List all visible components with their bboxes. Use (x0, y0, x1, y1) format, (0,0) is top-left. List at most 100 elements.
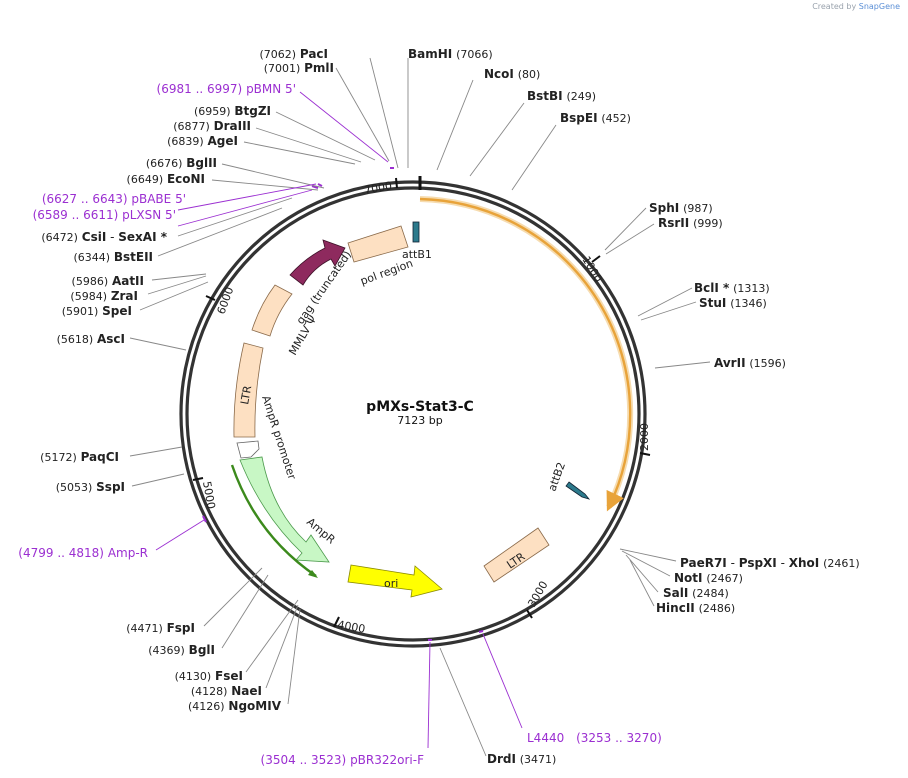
enzyme-label-bgli[interactable]: (4369) BglI (148, 643, 215, 657)
primer-name-l4440: L4440 (527, 731, 564, 745)
enzyme-label-pmli[interactable]: (7001) PmlI (264, 61, 334, 75)
enzyme-label-fsei[interactable]: (4130) FseI (175, 669, 243, 683)
enzyme-name-sexai: SexAI * (118, 230, 167, 244)
enzyme-label-btgzi[interactable]: (6959) BtgZI (194, 104, 271, 118)
enzyme-name-bamhi: BamHI (408, 47, 452, 61)
enzyme-pos-xhoi: (2461) (823, 557, 860, 570)
enzyme-label-bspei[interactable]: BspEI (452) (560, 111, 631, 125)
enzyme-pos-drdi: (3471) (520, 753, 557, 766)
enzyme-leader-lines (129, 57, 711, 757)
enzyme-label-ncoi[interactable]: NcoI (80) (484, 67, 540, 81)
primer-label-pbr322ori[interactable]: (3504 .. 3523) pBR322ori-F (261, 753, 425, 767)
attb1-marker[interactable] (412, 221, 420, 243)
ampr-primer-arrow (230, 464, 317, 577)
enzyme-label-econi[interactable]: (6649) EcoNI (127, 172, 205, 186)
mmlv-psi-feature[interactable] (251, 284, 293, 337)
enzyme-name-stui: StuI (699, 296, 726, 310)
enzyme-label-sali[interactable]: SalI (2484) (663, 586, 729, 600)
enzyme-label-paqci[interactable]: (5172) PaqCI (40, 450, 119, 464)
enzyme-pos-ngomiv: (4126) (188, 700, 225, 713)
enzyme-name-draiii: DraIII (214, 119, 251, 133)
enzyme-name-spei: SpeI (102, 304, 132, 318)
primer-range-plxsn5: (6589 .. 6611) (33, 208, 119, 222)
enzyme-name-paer7i: PaeR7I (680, 556, 727, 570)
backbone-inner-ring (185, 186, 641, 642)
enzyme-label-naei[interactable]: (4128) NaeI (191, 684, 262, 698)
enzyme-pos-bsteii: (6344) (73, 251, 110, 264)
primer-label-plxsn5[interactable]: (6589 .. 6611) pLXSN 5' (33, 208, 176, 222)
tick-label-4000: 4000 (336, 618, 366, 636)
enzyme-label-fspi[interactable]: (4471) FspI (126, 621, 195, 635)
plasmid-size: 7123 bp (397, 414, 442, 427)
enzyme-label-rsrii[interactable]: RsrII (999) (658, 216, 723, 230)
primer-label-ampr[interactable]: (4799 .. 4818) Amp-R (18, 546, 148, 560)
enzyme-label-paci[interactable]: (7062) PacI (259, 47, 328, 61)
enzyme-label-ngomiv[interactable]: (4126) NgoMIV (188, 699, 282, 713)
ltr-left-label: LTR (238, 384, 254, 405)
tick-label-5000: 5000 (200, 480, 218, 510)
enzyme-pos-stui: (1346) (730, 297, 767, 310)
enzyme-label-bamhi[interactable]: BamHI (7066) (408, 47, 493, 61)
ampr-promoter-feature[interactable] (236, 440, 260, 459)
enzyme-label-noti[interactable]: NotI (2467) (674, 571, 743, 585)
enzyme-label-hincii[interactable]: HincII (2486) (656, 601, 735, 615)
enzyme-label-bsteii[interactable]: (6344) BstEII (73, 250, 153, 264)
enzyme-pos-zrai: (5984) (70, 290, 107, 303)
enzyme-label-asci[interactable]: (5618) AscI (57, 332, 125, 346)
primer-label-pbmn5[interactable]: (6981 .. 6997) pBMN 5' (157, 82, 296, 96)
enzyme-pos-csii: (6472) (41, 231, 78, 244)
enzyme-label-sphi[interactable]: SphI (987) (649, 201, 713, 215)
primer-name-plxsn5: pLXSN 5' (122, 208, 176, 222)
enzyme-label-bstbi[interactable]: BstBI (249) (527, 89, 596, 103)
ori-label: ori (384, 577, 398, 590)
enzyme-name-btgzi: BtgZI (234, 104, 271, 118)
enzyme-label-sspi[interactable]: (5053) SspI (56, 480, 125, 494)
enzyme-label-spei[interactable]: (5901) SpeI (62, 304, 132, 318)
primer-label-pbabe5[interactable]: (6627 .. 6643) pBABE 5' (42, 192, 186, 206)
primer-range-pbmn5: (6981 .. 6997) (157, 82, 243, 96)
enzyme-pos-pmli: (7001) (264, 62, 301, 75)
enzyme-label-paer7i-pspxi-xhoi[interactable]: PaeR7I - PspXI - XhoI (2461) (680, 556, 860, 570)
enzyme-label-agei[interactable]: (6839) AgeI (167, 134, 238, 148)
ltr-left-feature[interactable] (233, 342, 264, 438)
enzyme-pos-fspi: (4471) (126, 622, 163, 635)
enzyme-label-bglii[interactable]: (6676) BglII (146, 156, 217, 170)
enzyme-label-drdi[interactable]: DrdI (3471) (487, 752, 556, 766)
enzyme-pos-avrii: (1596) (749, 357, 786, 370)
enzyme-label-stui[interactable]: StuI (1346) (699, 296, 767, 310)
enzyme-name-ngomiv: NgoMIV (228, 699, 281, 713)
ampr-promoter-label: AmpR promoter (259, 394, 299, 482)
ltr-right-feature[interactable] (483, 527, 550, 583)
enzyme-label-draiii[interactable]: (6877) DraIII (173, 119, 251, 133)
primer-range-pbabe5: (6627 .. 6643) (42, 192, 128, 206)
tick-label-7000: 7000 (363, 179, 393, 197)
enzyme-label-csii-sexai[interactable]: (6472) CsiI - SexAI * (41, 230, 167, 244)
orf-arrow[interactable] (419, 197, 632, 512)
ori-feature[interactable] (347, 564, 443, 598)
enzyme-pos-fsei: (4130) (175, 670, 212, 683)
primer-label-l4440[interactable]: L4440 (3253 .. 3270) (527, 731, 662, 745)
attb2-label: attB2 (546, 460, 568, 493)
enzyme-name-noti: NotI (674, 571, 703, 585)
pol-region-label: pol region (359, 257, 415, 288)
gag-feature[interactable] (289, 239, 346, 286)
enzyme-label-bcli[interactable]: BclI * (1313) (694, 281, 770, 295)
enzyme-label-avrii[interactable]: AvrII (1596) (714, 356, 786, 370)
backbone-outer-ring (179, 180, 647, 648)
enzyme-label-aatii[interactable]: (5986) AatII (72, 274, 144, 288)
enzyme-label-zrai[interactable]: (5984) ZraI (70, 289, 138, 303)
attb2-marker[interactable] (565, 481, 591, 500)
enzyme-pos-bamhi: (7066) (456, 48, 493, 61)
enzyme-name-paqci: PaqCI (81, 450, 119, 464)
enzyme-pos-bspei: (452) (601, 112, 631, 125)
primer-range-pbr322ori: (3504 .. 3523) (261, 753, 347, 767)
enzyme-name-bstbi: BstBI (527, 89, 563, 103)
pol-region-feature[interactable] (347, 225, 409, 263)
tick-label-2000: 2000 (638, 423, 651, 451)
ampr-feature[interactable] (239, 456, 330, 563)
enzyme-pos-rsrii: (999) (693, 217, 723, 230)
enzyme-pos-ncoi: (80) (518, 68, 541, 81)
enzyme-name-aatii: AatII (112, 274, 144, 288)
enzyme-name-ncoi: NcoI (484, 67, 514, 81)
